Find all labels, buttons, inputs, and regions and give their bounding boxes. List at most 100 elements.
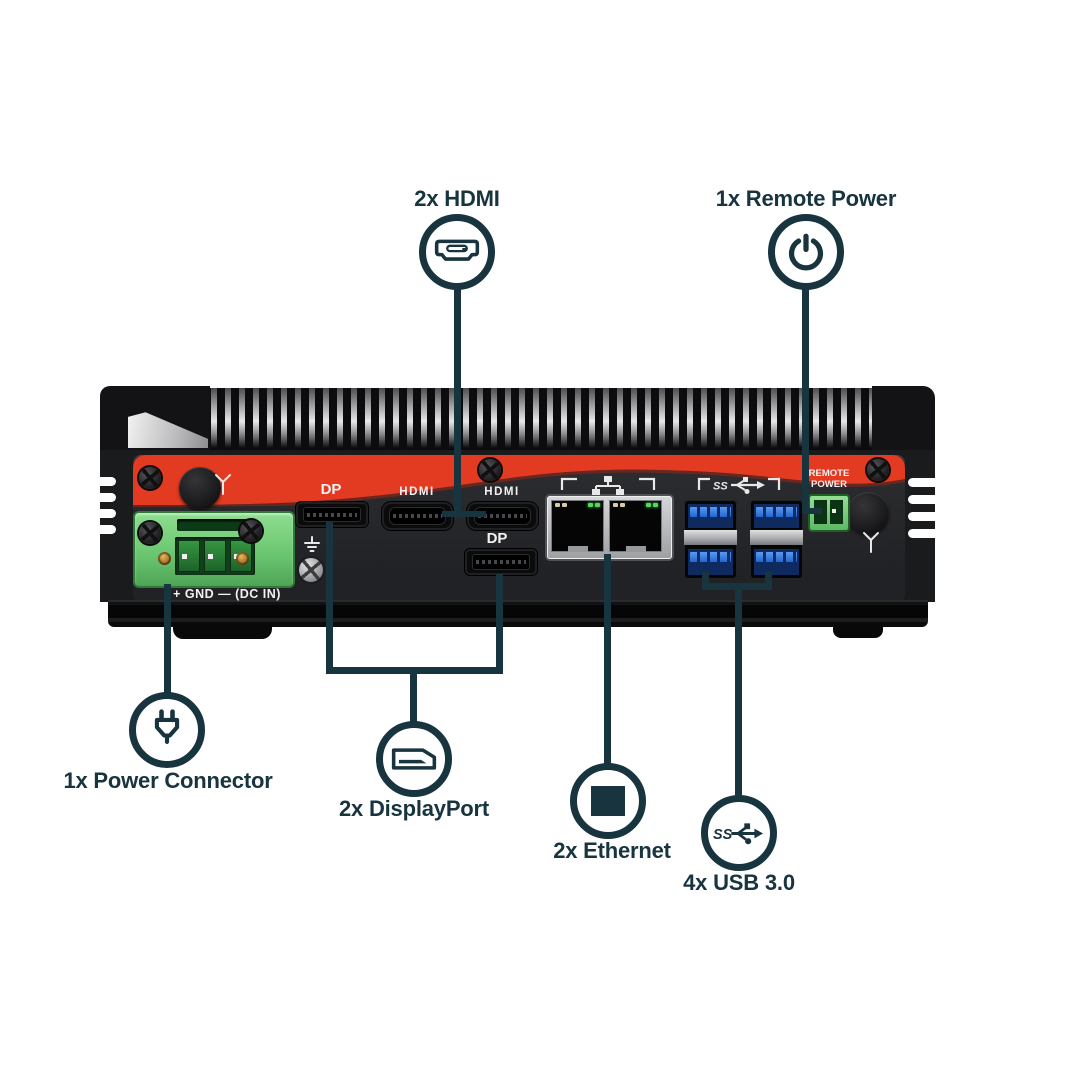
screw-icon [139,522,161,544]
screw-icon [240,520,262,542]
usb3-port[interactable] [754,504,799,528]
dp1-label: DP [320,481,342,498]
link-led [613,503,618,507]
screw-icon [139,467,161,489]
svg-text:SS: SS [713,481,728,493]
callout-hdmi-label: 2x HDMI [414,186,500,211]
usb3-port[interactable] [688,549,733,575]
hdmi-icon [434,239,480,261]
plug-icon [154,709,180,744]
port-pins [478,514,527,518]
ethernet-port-pair[interactable] [547,496,672,559]
ground-symbol-icon [304,536,320,552]
usb-tongue [690,507,731,517]
usb3-port[interactable] [688,504,733,528]
activity-led [595,503,600,507]
red-accent-stripe [133,455,905,507]
vent-notch [908,478,938,487]
activity-led [646,503,651,507]
network-icon [560,476,656,495]
grounding-screw-icon [299,558,323,582]
stack-divider [684,530,737,545]
hdmi1-label: HDMI [399,486,435,498]
vent-notch [86,509,116,518]
leader-line-dp-stem [410,672,417,723]
activity-led [653,503,658,507]
callout-remote-power-badge [768,214,844,290]
ethernet-port-2[interactable] [609,500,662,552]
leader-line-ethernet [604,554,611,765]
terminal-recess [175,537,255,575]
callout-displayport-badge [376,721,452,797]
vent-notch [86,525,116,534]
leader-line-usb-left [702,572,709,586]
displayport-icon [391,748,437,770]
leader-line-hdmi [454,288,461,518]
vent-notch [86,493,116,502]
displayport-port-2[interactable] [465,549,537,575]
callout-remote-power-label: 1x Remote Power [715,186,897,211]
usb3-port[interactable] [754,549,799,575]
usb-superspeed-icon: SS [713,822,764,844]
rubber-foot-left [173,624,272,639]
screw-icon [867,459,889,481]
leader-line-dp1 [326,522,333,674]
port-pins [393,514,442,518]
dp2-label: DP [486,530,508,547]
link-led [562,503,567,507]
svg-text:SS: SS [713,826,733,842]
vent-notch [908,495,938,504]
port-pins [307,512,357,517]
dc-in-label: + GND — (DC IN) [173,587,281,601]
callout-hdmi-badge [419,214,495,290]
wire-ferrule [236,552,249,565]
chassis-right-cap [872,386,935,458]
usb-superspeed-icon: SS [697,477,781,494]
terminal-slot [177,519,253,531]
antenna-hole-plug-left[interactable] [179,467,221,509]
leader-line-usb-stem [735,586,742,797]
vent-notch [86,477,116,486]
vent-notch [908,529,938,538]
callout-displayport-label: 2x DisplayPort [338,796,490,821]
link-led [555,503,560,507]
ethernet-square-icon [591,786,625,816]
rubber-foot-right [833,624,883,638]
leader-line-dp2 [496,574,503,674]
hdmi2-label: HDMI [484,486,520,498]
terminal-pin [830,500,843,524]
activity-led [588,503,593,507]
terminal-pin [204,540,226,572]
antenna-icon [215,474,231,495]
wire-ferrule [158,552,171,565]
terminal-pin [178,540,200,572]
callout-power-connector-badge [129,692,205,768]
leader-line-remote-power-tick [802,508,822,514]
screw-icon [479,459,501,481]
vent-notch [908,512,938,521]
port-pins [476,560,526,564]
usb-tongue [756,507,797,517]
usb3-stack-left[interactable] [684,500,737,579]
link-led [620,503,625,507]
leader-line-power-connector [164,584,171,694]
leader-line-usb-right [765,572,772,586]
ethernet-port-1[interactable] [551,500,604,552]
leader-line-dp-bridge [326,667,503,674]
chassis-base-groove [108,600,928,627]
callout-usb-badge: SS [701,795,777,871]
usb-tongue [756,552,797,562]
callout-power-connector-label: 1x Power Connector [63,768,273,793]
stack-divider [750,530,803,545]
power-icon [788,233,824,271]
callout-ethernet-label: 2x Ethernet [553,838,671,863]
hdmi-port-1[interactable] [382,502,453,530]
usb3-stack-right[interactable] [750,500,803,579]
callout-usb-label: 4x USB 3.0 [683,870,795,895]
heatsink-fins [203,388,903,452]
antenna-icon [863,532,879,553]
dc-power-terminal-block[interactable] [135,513,293,586]
antenna-hole-plug-right[interactable] [847,492,889,534]
